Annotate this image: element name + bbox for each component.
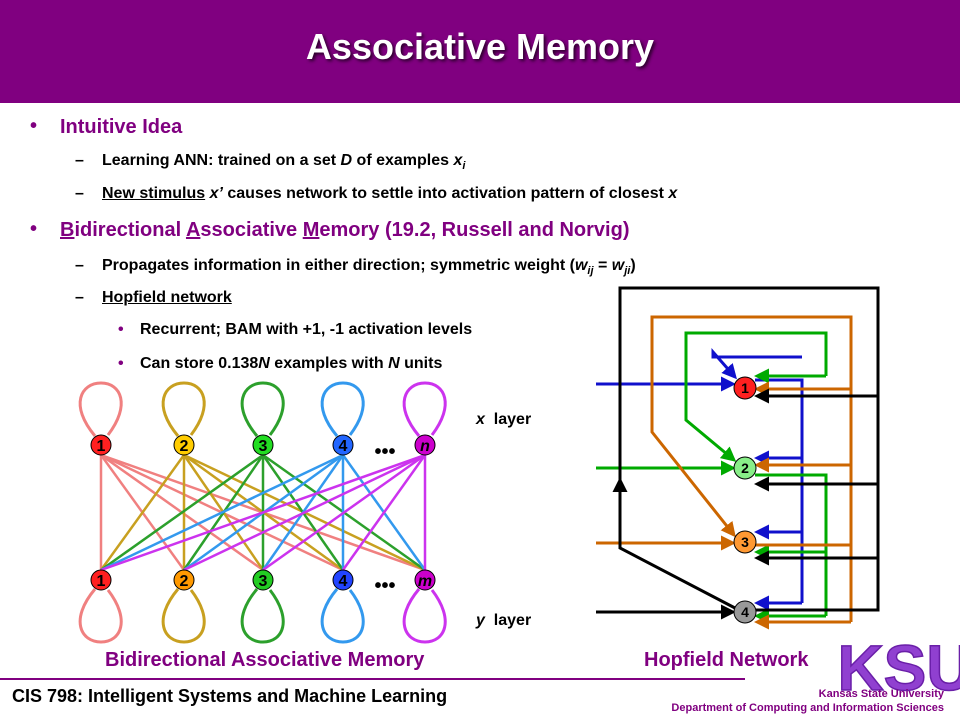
bam-connection — [100, 453, 264, 572]
bullet-new-stimulus: New stimulus x’ causes network to settle… — [102, 185, 678, 202]
node1-self — [711, 348, 802, 380]
hopfield-network-link[interactable]: Hopfield network — [102, 289, 232, 306]
x-node-4 — [332, 434, 354, 456]
y-self-loop — [320, 588, 365, 644]
footer-divider — [0, 678, 745, 680]
bullet-capacity: Can store 0.138N examples with N units — [140, 355, 443, 372]
bam-connection — [100, 453, 344, 572]
hopfield-node-2 — [733, 456, 757, 480]
y-node-1 — [90, 569, 112, 591]
node2-loop — [684, 331, 828, 462]
x-node-3-label: 3 — [259, 438, 268, 455]
y-self-loop — [240, 588, 285, 644]
dash: – — [75, 152, 84, 169]
y-self-loop — [402, 588, 447, 644]
y-layer-label: y layer — [476, 612, 532, 629]
hopfield-node-1 — [733, 376, 757, 400]
bam-connection — [99, 454, 186, 571]
y-node-m — [414, 569, 436, 591]
y-node-m-label: m — [418, 573, 432, 590]
y-self-loop — [78, 588, 123, 644]
bam-connection — [262, 453, 426, 572]
new-stimulus-link[interactable]: New stimulus — [102, 185, 206, 202]
footer-department: Department of Computing and Information … — [671, 702, 944, 714]
y-node-4 — [332, 569, 354, 591]
x-node-1 — [90, 434, 112, 456]
bam-connection — [183, 453, 426, 572]
bullet-learning-ann: Learning ANN: trained on a set D of exam… — [102, 152, 466, 173]
ksu-logo: KSU — [837, 632, 960, 704]
x-node-3 — [252, 434, 274, 456]
hopfield-node-4 — [733, 600, 757, 624]
hopfield-node-3-label: 3 — [741, 534, 749, 550]
dash: – — [75, 289, 84, 306]
x-node-n — [414, 434, 436, 456]
dash: – — [75, 257, 84, 274]
y-node-1-label: 1 — [97, 573, 106, 590]
node3-loop — [650, 315, 853, 545]
dash: – — [75, 185, 84, 202]
bam-connection — [100, 453, 426, 572]
x-node-1-label: 1 — [97, 438, 106, 455]
y-node-2 — [173, 569, 195, 591]
slide-title: Associative Memory — [305, 26, 655, 67]
hopfield-caption: Hopfield Network — [644, 649, 809, 671]
bullet-hopfield: Hopfield network — [102, 289, 232, 307]
y-node-4-label: 4 — [339, 573, 348, 590]
bam-caption: Bidirectional Associative Memory — [105, 649, 425, 671]
bullet-dot: • — [118, 321, 124, 338]
x-self-loop — [320, 381, 365, 437]
footer-course: CIS 798: Intelligent Systems and Machine… — [12, 686, 448, 706]
x-node-2-label: 2 — [180, 438, 189, 455]
hopfield-node-4-label: 4 — [741, 604, 749, 620]
title-bar — [0, 0, 960, 103]
y-self-loop — [161, 588, 206, 644]
hopfield-node-2-label: 2 — [741, 460, 749, 476]
node1-output-bus — [755, 378, 804, 603]
x-node-2 — [173, 434, 195, 456]
bullet-propagates: Propagates information in either directi… — [102, 257, 636, 278]
x-self-loop — [78, 381, 123, 437]
bullet-dot: • — [118, 355, 124, 372]
bam-connection — [341, 454, 427, 571]
bullet-intuitive-idea: Intuitive Idea — [60, 116, 183, 138]
bullet-recurrent: Recurrent; BAM with +1, -1 activation le… — [140, 321, 473, 338]
x-node-4-label: 4 — [339, 438, 348, 455]
hopfield-node-3 — [733, 530, 757, 554]
x-layer-label: x layer — [476, 411, 532, 428]
node2-output-bus — [755, 473, 828, 616]
hopfield-node-1-label: 1 — [741, 380, 749, 396]
x-node-n-label: n — [420, 438, 430, 455]
y-node-2-label: 2 — [180, 573, 189, 590]
x-self-loop — [240, 381, 285, 437]
y-node-3-label: 3 — [259, 573, 268, 590]
x-self-loop — [402, 381, 447, 437]
y-node-3 — [252, 569, 274, 591]
y-layer-ellipsis: ••• — [374, 575, 395, 597]
x-layer-ellipsis: ••• — [374, 441, 395, 463]
x-self-loop — [161, 381, 206, 437]
footer-university: Kansas State University — [818, 688, 944, 700]
bullet-dot: • — [30, 218, 38, 240]
bullet-bam: Bidirectional Associative Memory (19.2, … — [60, 219, 630, 241]
bullet-dot: • — [30, 115, 38, 137]
node4-loop — [618, 286, 880, 612]
